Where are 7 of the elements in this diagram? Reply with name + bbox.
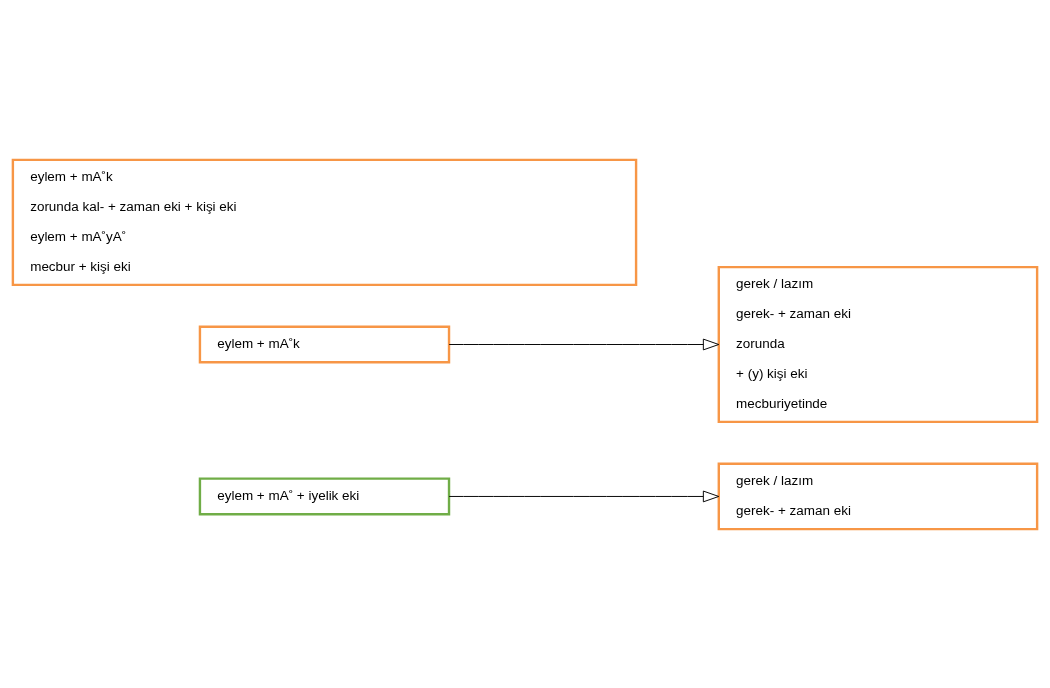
node-box: gerek / lazım gerek- + zaman eki zorunda + (y) kişi eki mecburiyetinde bbox=[717, 265, 1039, 423]
arrow bbox=[448, 490, 720, 502]
node-box: eylem + mA˚k zorunda kal- + zaman eki + kişi eki eylem + mA˚yA˚ mecbur + kişi eki bbox=[11, 158, 638, 286]
node-box: eylem + mA˚k bbox=[198, 325, 451, 363]
node-box: gerek / lazım gerek- + zaman eki bbox=[717, 462, 1039, 530]
arrow bbox=[448, 338, 720, 350]
node-box: eylem + mA˚ + iyelik eki bbox=[198, 476, 451, 515]
